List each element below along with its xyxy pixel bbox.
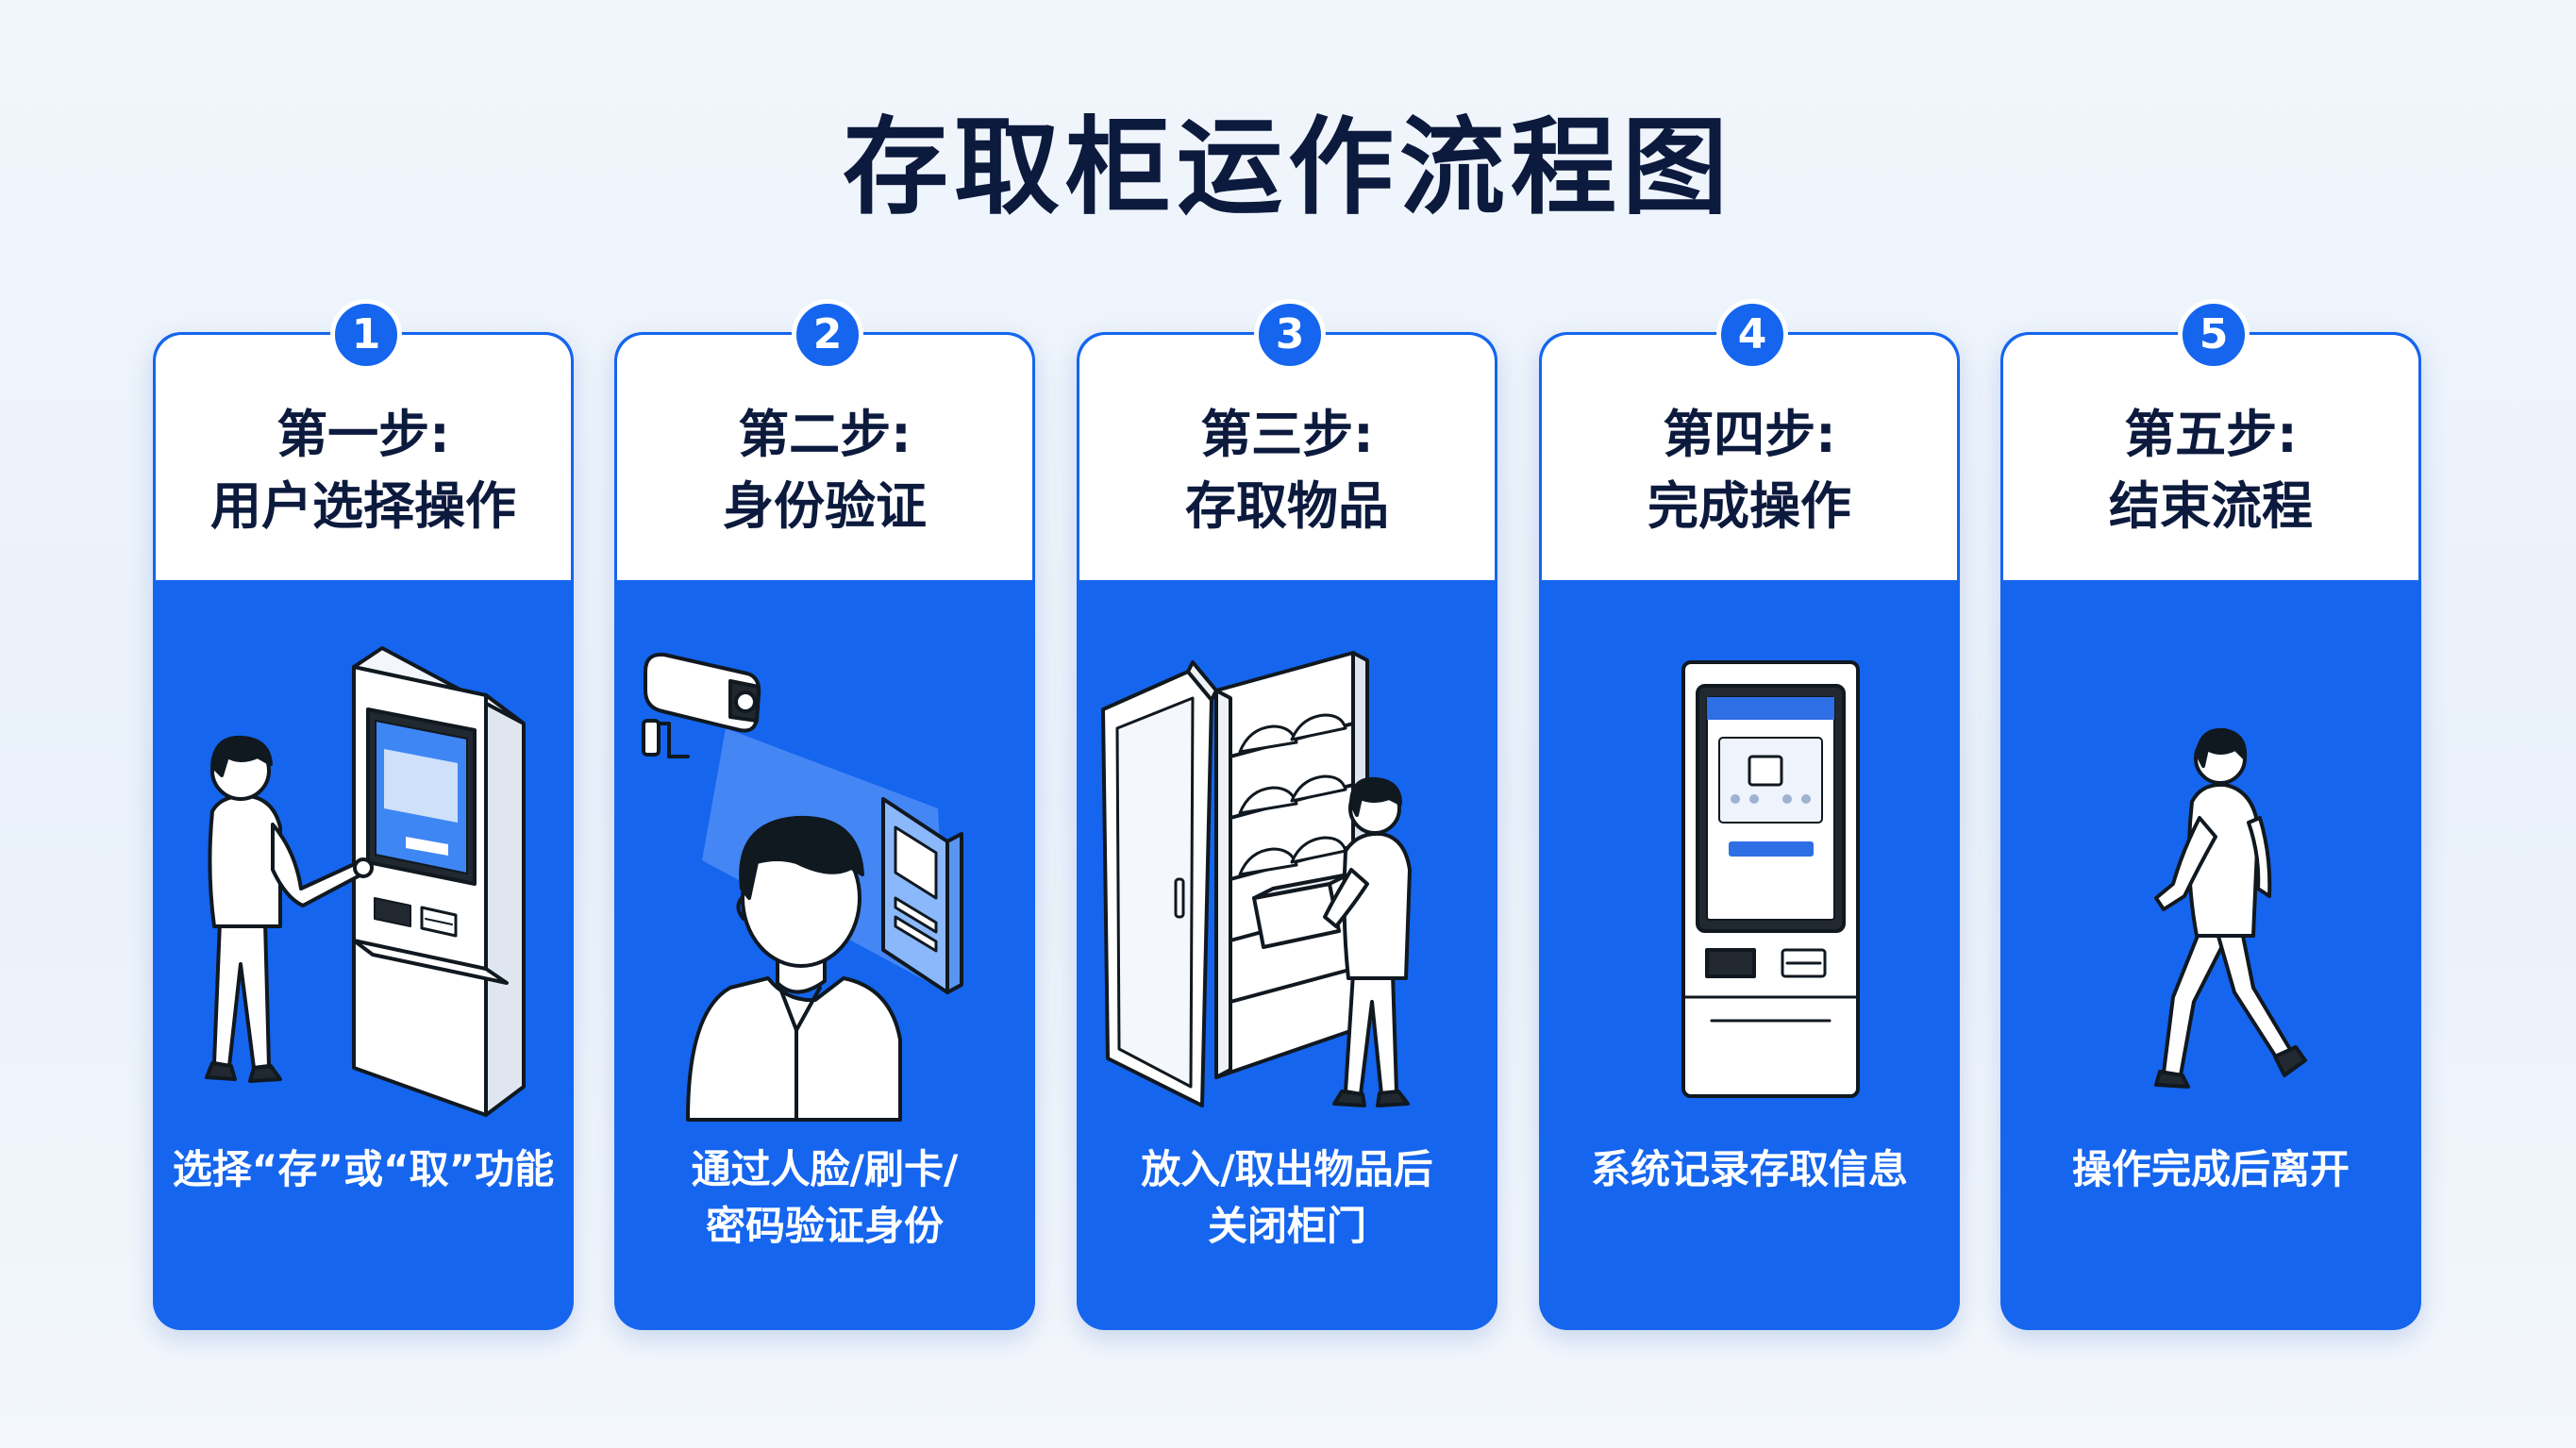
page-title: 存取柜运作流程图 (843, 107, 1733, 229)
step-description-line: 密码验证身份 (705, 1203, 944, 1249)
step-number-badge: 3 (1254, 299, 1326, 371)
step-number-badge: 5 (2178, 299, 2250, 371)
step-description: 系统记录存取信息 (1548, 1141, 1950, 1198)
step-title: 结束流程 (2109, 476, 2313, 536)
step-description-line: 系统记录存取信息 (1590, 1146, 1908, 1192)
step-title: 用户选择操作 (210, 476, 516, 536)
step-description: 操作完成后离开 (2010, 1141, 2412, 1198)
step-card-5: 5 第五步: 结束流程 操作完成后离开 (2000, 299, 2421, 1330)
step-description-line: 选择“存”或“取”功能 (172, 1146, 555, 1192)
step-number-badge: 1 (330, 299, 402, 371)
step-description-line: 操作完成后离开 (2071, 1146, 2350, 1192)
step-label: 第五步: (2124, 405, 2298, 464)
step-label: 第二步: (738, 405, 912, 464)
step-card-header: 1 第一步: 用户选择操作 (156, 299, 571, 580)
step-card-header: 4 第四步: 完成操作 (1542, 299, 1957, 580)
step-card-2: 2 第二步: 身份验证 (614, 299, 1035, 1330)
step-number-badge: 2 (792, 299, 863, 371)
face-recognition-camera-icon (642, 652, 963, 1122)
step-title: 身份验证 (723, 476, 927, 536)
step-description: 选择“存”或“取”功能 (162, 1141, 564, 1198)
step-title: 存取物品 (1185, 476, 1389, 536)
step-label: 第一步: (276, 405, 450, 464)
kiosk-screen-icon (1681, 660, 1860, 1098)
step-title: 完成操作 (1648, 476, 1851, 536)
step-number-badge: 4 (1716, 299, 1788, 371)
step-card-header: 2 第二步: 身份验证 (617, 299, 1032, 580)
step-label: 第四步: (1663, 405, 1836, 464)
step-label: 第三步: (1200, 405, 1374, 464)
step-description-line: 放入/取出物品后 (1141, 1146, 1433, 1192)
step-card-3: 3 第三步: 存取物品 (1077, 299, 1497, 1330)
user-at-kiosk-icon (205, 646, 526, 1117)
step-card-header: 5 第五步: 结束流程 (2003, 299, 2418, 580)
step-card-header: 3 第三步: 存取物品 (1079, 299, 1495, 580)
walking-person-icon (2154, 727, 2307, 1089)
step-card-1: 1 第一步: 用户选择操作 (153, 299, 574, 1330)
step-description-line: 关闭柜门 (1207, 1203, 1366, 1249)
step-description: 通过人脸/刷卡/ 密码验证身份 (624, 1141, 1026, 1255)
open-locker-icon (1101, 651, 1412, 1107)
step-card-4: 4 第四步: 完成操作 (1539, 299, 1960, 1330)
step-description: 放入/取出物品后 关闭柜门 (1086, 1141, 1488, 1255)
step-description-line: 通过人脸/刷卡/ (691, 1146, 959, 1192)
